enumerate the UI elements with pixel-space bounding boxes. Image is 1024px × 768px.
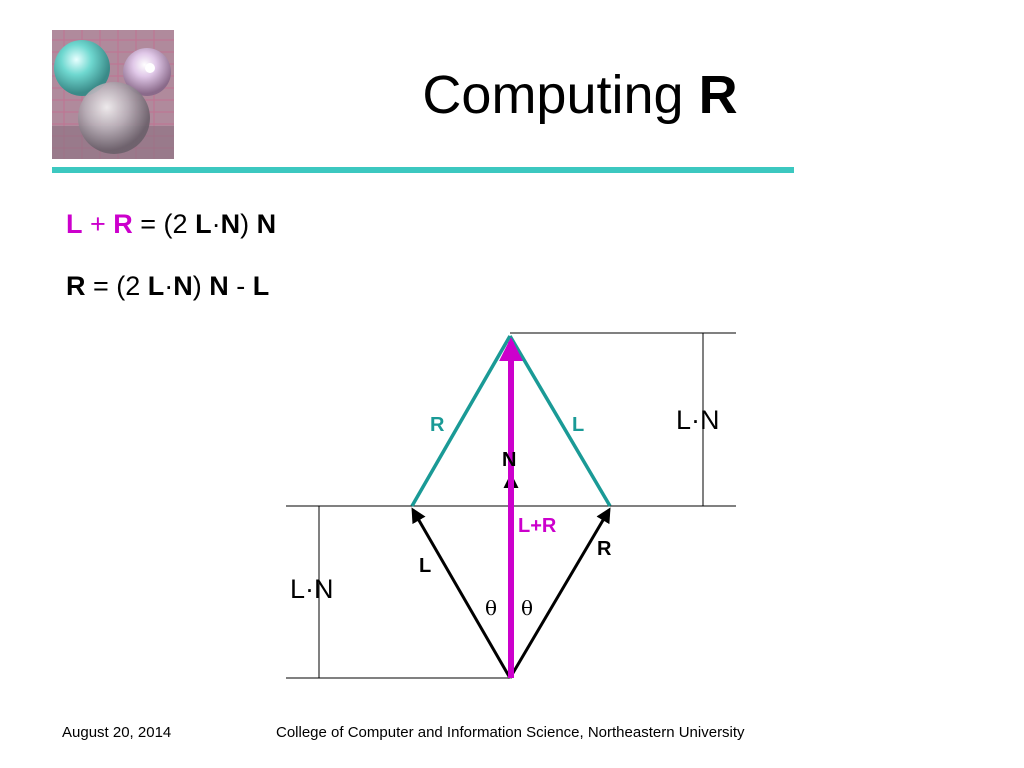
label-l-teal: L <box>572 414 584 436</box>
eq2-dot: · <box>164 271 174 301</box>
eq1-plus: + <box>82 209 114 239</box>
title-divider <box>52 167 794 173</box>
vector-r-black <box>508 507 611 679</box>
eq1-close: ) <box>240 209 257 239</box>
label-n: N <box>502 449 516 471</box>
eq2-minus: - <box>228 271 253 301</box>
label-l-black: L <box>419 555 431 577</box>
eq2-n: N <box>209 271 229 301</box>
eq1-dot: · <box>211 209 221 239</box>
equation-sum: L + R = (2 L·N) N <box>66 208 276 240</box>
page-title: Computing R <box>300 62 860 128</box>
footer-institution: College of Computer and Information Scie… <box>276 724 745 741</box>
eq2-equals: = (2 <box>85 271 148 301</box>
title-bold-r: R <box>698 65 738 125</box>
label-l-plus-r: L+R <box>518 515 557 537</box>
eq1-dot-n: N <box>220 209 241 239</box>
label-r-teal: R <box>430 414 445 436</box>
footer-date: August 20, 2014 <box>62 724 172 741</box>
eq2-dot-l: L <box>147 271 165 301</box>
label-r-black: R <box>597 538 612 560</box>
vector-r-teal <box>410 335 512 507</box>
eq2-r: R <box>66 271 86 301</box>
eq1-dot-l: L <box>195 209 212 239</box>
eq2-l: L <box>252 271 270 301</box>
title-text: Computing <box>422 65 699 125</box>
eq1-n: N <box>256 209 277 239</box>
eq2-close: ) <box>192 271 210 301</box>
vector-l-black <box>411 507 512 679</box>
label-theta-right: θ <box>521 596 533 620</box>
label-dimension-bottom: L·N <box>290 574 334 604</box>
label-dimension-top: L·N <box>676 405 720 435</box>
eq1-equals: = (2 <box>132 209 196 239</box>
eq2-dot-n: N <box>173 271 193 301</box>
eq1-l: L <box>66 209 83 239</box>
logo-spheres-image <box>52 30 174 159</box>
eq1-r: R <box>113 209 133 239</box>
vector-l-teal <box>508 335 612 507</box>
label-theta-left: θ <box>485 596 497 620</box>
equation-reflection: R = (2 L·N) N - L <box>66 270 269 302</box>
